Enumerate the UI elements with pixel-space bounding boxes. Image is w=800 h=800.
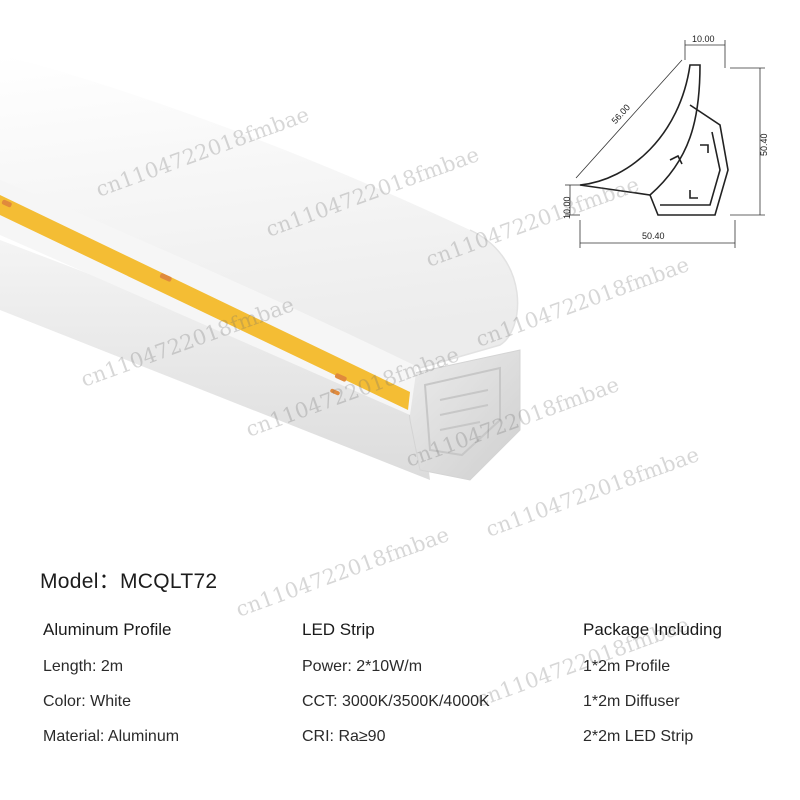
- spec-row: CRI: Ra≥90: [302, 728, 386, 745]
- spec-column-profile: Aluminum Profile Length: 2m Color: White…: [43, 620, 179, 763]
- spec-column-led: LED Strip Power: 2*10W/m CCT: 3000K/3500…: [302, 620, 490, 763]
- spec-column-package: Package Including 1*2m Profile 1*2m Diff…: [583, 620, 722, 763]
- model-line: Model：MCQLT72: [40, 565, 217, 595]
- profile-end: [404, 349, 521, 481]
- spec-row: CCT: 3000K/3500K/4000K: [302, 693, 490, 710]
- dim-diagonal: 56.00: [610, 102, 633, 125]
- model-value: MCQLT72: [120, 570, 218, 593]
- column-heading: LED Strip: [302, 620, 375, 639]
- dim-top-width: 10.00: [692, 34, 715, 44]
- spec-row: Color: White: [43, 693, 132, 710]
- dim-height: 50.40: [759, 133, 769, 156]
- column-heading: Aluminum Profile: [43, 620, 172, 639]
- spec-row: Power: 2*10W/m: [302, 658, 423, 675]
- model-label: Model：: [40, 570, 120, 593]
- product-image: [0, 55, 521, 481]
- cross-section-shape: [579, 64, 729, 216]
- profile-side: [0, 240, 430, 480]
- spec-row: 1*2m Profile: [583, 658, 671, 675]
- spec-row: Length: 2m: [43, 658, 124, 675]
- spec-row: 2*2m LED Strip: [583, 728, 694, 745]
- spec-row: 1*2m Diffuser: [583, 693, 680, 710]
- spec-row: Material: Aluminum: [43, 728, 180, 745]
- dimension-drawing: 10.00 56.00 50.40 10.00 50.40: [562, 34, 769, 248]
- dim-left-height: 10.00: [562, 196, 572, 219]
- column-heading: Package Including: [583, 620, 722, 639]
- led-chips: [1, 199, 347, 396]
- diffuser-cover: [0, 55, 518, 368]
- dim-bottom-width: 50.40: [642, 231, 665, 241]
- led-strip: [0, 195, 410, 410]
